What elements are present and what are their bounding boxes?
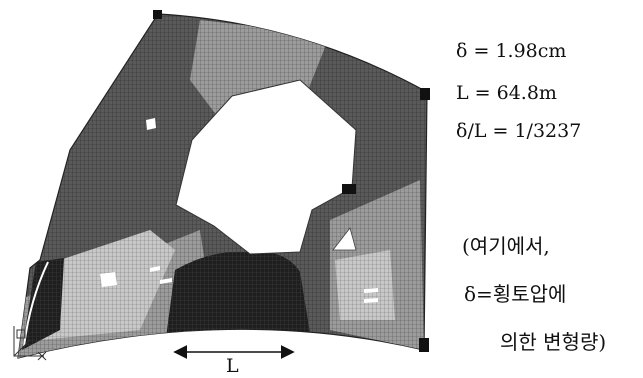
support-bottom-right xyxy=(419,338,429,352)
central-opening xyxy=(175,79,357,255)
small-opening-upper-left xyxy=(146,118,156,130)
span-length-value: L = 64.8m xyxy=(456,82,557,104)
small-opening-lower-left xyxy=(100,272,117,287)
stress-zone-dark-center xyxy=(165,251,312,345)
note-line-2: δ=횡토압에 xyxy=(464,282,567,306)
support-center-right xyxy=(342,184,356,194)
span-label: L xyxy=(226,355,239,377)
slot-left-2 xyxy=(160,278,172,284)
slot-left-1 xyxy=(150,266,160,272)
support-top-left xyxy=(153,10,162,19)
slot-right-1 xyxy=(364,288,378,293)
slot-right-2 xyxy=(364,298,378,303)
stress-zone-lightest-right xyxy=(335,250,395,320)
note-line-1: (여기에서, xyxy=(462,234,550,258)
note-line-3: 의한 변형량) xyxy=(500,330,607,354)
support-top-right xyxy=(420,88,430,100)
deflection-value: δ = 1.98cm xyxy=(456,40,567,62)
stress-zone-dark-left-edge xyxy=(22,258,64,350)
deflection-ratio-value: δ/L = 1/3237 xyxy=(456,120,582,142)
small-opening-right xyxy=(332,227,357,251)
axis-triad-icon xyxy=(13,326,47,361)
stress-zones xyxy=(18,20,424,358)
